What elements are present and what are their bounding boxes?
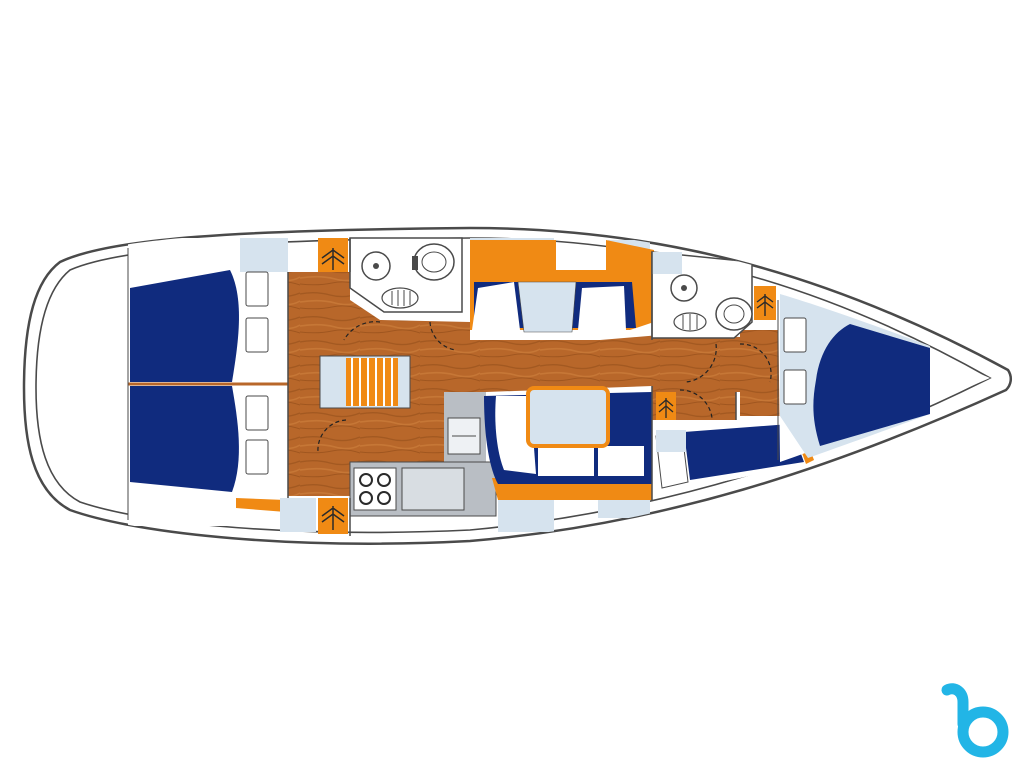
aft-berth-starboard [130, 270, 239, 382]
aft-head-door-swing [343, 321, 381, 341]
aft-head-door-swing-2 [429, 321, 457, 351]
dinette-port [484, 386, 652, 500]
forward-cabin-door-swing [679, 389, 713, 419]
galley-drainboard [401, 467, 465, 511]
forward-cabin-lockers [783, 317, 807, 405]
aft-head-door-area [740, 330, 780, 416]
forward-head [651, 251, 772, 419]
forward-head-door-swing-2 [739, 343, 772, 383]
aft-step-orange [236, 498, 286, 512]
aft-cabin-light-panel [240, 238, 288, 272]
hatch-panels [318, 238, 776, 534]
interior-walls [287, 238, 737, 536]
aft-cabins [127, 238, 290, 526]
side-cabin-berth [684, 424, 804, 480]
saloon-floor [288, 272, 780, 496]
stove-burner-icon [353, 467, 397, 511]
brand-b-logo-icon [941, 683, 1009, 758]
saloon-settee-starboard [470, 240, 654, 333]
toilet-icon [412, 243, 455, 281]
forward-berth [813, 324, 930, 446]
dinette-cushion-right [598, 446, 644, 476]
aft-berth-port [130, 386, 239, 492]
galley [349, 392, 497, 517]
companionway-door-swing [317, 419, 347, 453]
hatch-arrow-icon [656, 392, 676, 422]
shower-drain-icon [381, 287, 419, 309]
settee-cushion-3 [578, 286, 626, 330]
dinette-table [526, 386, 610, 448]
dinette-cushion-left [495, 396, 536, 474]
sink-icon [670, 274, 698, 302]
side-cabin-locker [656, 430, 686, 452]
settee-cushion-2 [517, 281, 577, 333]
toilet-icon [715, 297, 753, 331]
forward-head-light-panel [652, 252, 682, 274]
settee-cushion-1 [472, 282, 520, 330]
wood-floor-main [288, 272, 780, 496]
shower-drain-icon [673, 312, 707, 332]
aft-cabin-lockers [245, 271, 269, 475]
companionway-steps [317, 355, 411, 453]
dinette-cushion-mid [538, 448, 594, 476]
hatch-arrow-icon [318, 498, 348, 534]
aft-head [343, 237, 463, 351]
forward-cabin [777, 294, 990, 462]
hatch-arrow-icon [318, 238, 348, 272]
hatch-arrow-icon [754, 286, 776, 320]
sink-icon [361, 251, 391, 281]
